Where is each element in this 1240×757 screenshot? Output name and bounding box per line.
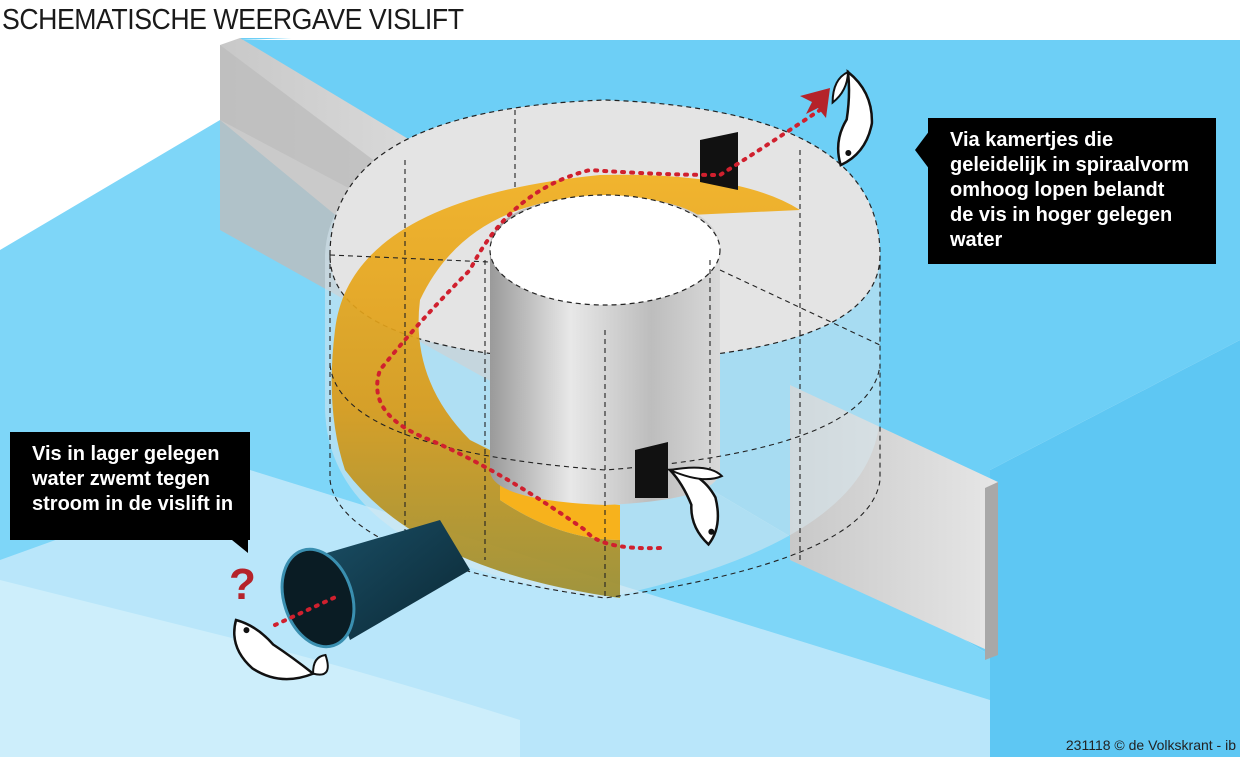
callout-top-line: Via kamertjes die [950,129,1114,151]
callout-top-line: de vis in hoger gelegen [950,204,1173,226]
callout-top: Via kamertjes die geleidelijk in spiraal… [928,118,1216,264]
callout-bottom-line: water zwemt tegen [32,468,210,490]
callout-bottom-pointer [232,540,248,553]
fish-icon [666,466,724,547]
callout-bottom-line: Vis in lager gelegen [32,443,220,465]
question-mark-icon: ? [229,560,256,609]
inlet-pipe [280,520,470,649]
fish-icon [831,69,874,167]
callout-top-pointer [915,130,930,170]
callout-top-line: omhoog lopen belandt [950,179,1165,201]
fish-path [273,108,822,627]
arrow-icon [800,88,830,118]
lift-cylinder [325,99,881,599]
page-title: SCHEMATISCHE WEERGAVE VISLIFT [2,4,464,36]
fish-icon [233,618,329,681]
callout-bottom: Vis in lager gelegen water zwemt tegen s… [10,432,250,540]
credit-line: 231118 © de Volkskrant - ib [1065,737,1236,753]
callout-top-line: geleidelijk in spiraalvorm [950,154,1189,176]
callout-top-line: water [950,229,1003,251]
callout-bottom-line: stroom in de vislift in [32,493,234,515]
